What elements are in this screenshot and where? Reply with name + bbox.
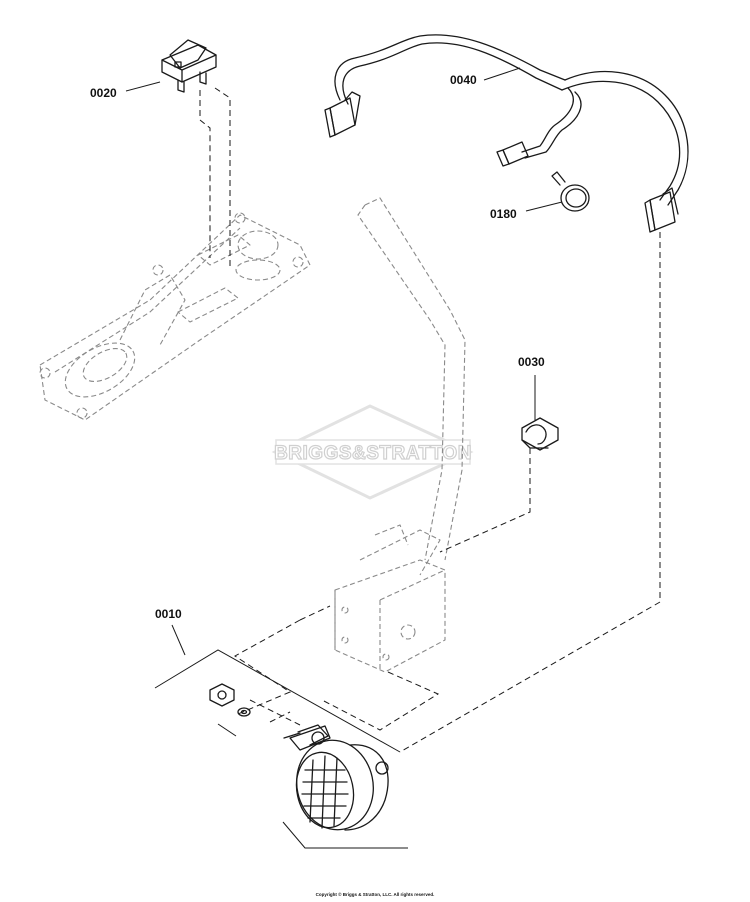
watermark-text: BRIGGS&STRATTON	[274, 443, 472, 464]
briggs-stratton-watermark: BRIGGS&STRATTON	[271, 404, 474, 500]
mounting-bracket-ghost	[334, 524, 446, 673]
lamp-kit-bracket	[154, 649, 408, 849]
copyright-notice: Copyright © Briggs & Stratton, LLC. All …	[315, 892, 435, 897]
leader-lines	[125, 67, 563, 656]
callout-0010[interactable]: 0010	[155, 607, 182, 621]
callout-0030[interactable]: 0030	[518, 355, 545, 369]
clip-part	[521, 417, 559, 451]
rocker-switch-part	[161, 39, 217, 93]
callout-0020[interactable]: 0020	[90, 86, 117, 100]
callout-0040[interactable]: 0040	[450, 73, 477, 87]
wiring-harness-part	[324, 34, 689, 233]
callout-0180[interactable]: 0180	[490, 207, 517, 221]
lamp-assembly-part	[209, 683, 389, 831]
lever-tube-ghost	[357, 197, 466, 561]
cable-tie-part	[551, 171, 590, 212]
assembly-dashed-lines	[199, 87, 661, 753]
control-panel-ghost	[39, 212, 311, 421]
